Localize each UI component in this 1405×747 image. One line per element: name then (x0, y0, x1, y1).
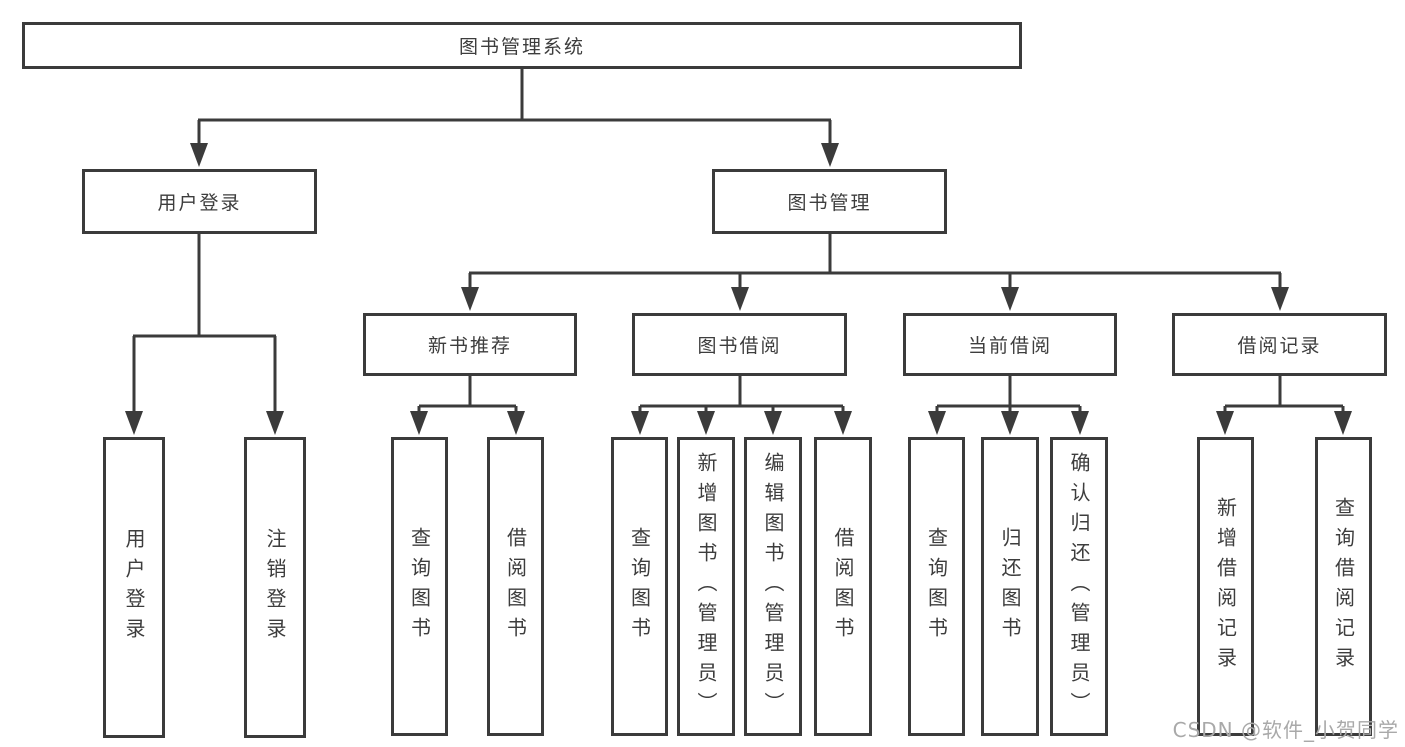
node-label: 用户登录 (157, 192, 242, 214)
node-label: 确认归还（管理员） (1067, 451, 1091, 722)
arrowhead-icon (461, 287, 479, 311)
arrowhead-icon (1071, 411, 1089, 435)
arrowhead-icon (731, 287, 749, 311)
node-leaf-borrow-book: 借阅图书 (814, 437, 872, 736)
arrowhead-icon (821, 143, 839, 167)
node-leaf-query-book-new: 查询图书 (391, 437, 448, 736)
node-current-borrow: 当前借阅 (903, 313, 1117, 376)
node-label: 图书管理系统 (458, 36, 585, 58)
node-label: 图书管理 (787, 192, 872, 214)
node-root: 图书管理系统 (22, 22, 1022, 69)
arrowhead-icon (631, 411, 649, 435)
arrowhead-icon (764, 411, 782, 435)
arrowhead-icon (928, 411, 946, 435)
arrowhead-icon (834, 411, 852, 435)
node-leaf-query-book-borrow: 查询图书 (611, 437, 668, 736)
node-book-mgmt: 图书管理 (712, 169, 947, 234)
node-borrow-record: 借阅记录 (1172, 313, 1387, 376)
node-label: 归还图书 (998, 526, 1022, 647)
arrowhead-icon (190, 143, 208, 167)
node-leaf-add-book: 新增图书（管理员） (677, 437, 735, 736)
node-user-login: 用户登录 (82, 169, 317, 234)
node-leaf-borrow-book-new: 借阅图书 (487, 437, 544, 736)
node-label: 新增图书（管理员） (694, 451, 718, 722)
node-label: 查询图书 (924, 526, 949, 647)
arrowhead-icon (125, 411, 143, 435)
node-label: 注销登录 (263, 527, 287, 648)
node-label: 查询借阅记录 (1331, 496, 1356, 677)
arrowhead-icon (410, 411, 428, 435)
node-leaf-logout: 注销登录 (244, 437, 306, 738)
node-book-borrow: 图书借阅 (632, 313, 847, 376)
node-leaf-query-book-current: 查询图书 (908, 437, 965, 736)
arrowhead-icon (1001, 411, 1019, 435)
arrowhead-icon (697, 411, 715, 435)
arrowhead-icon (266, 411, 284, 435)
node-label: 图书借阅 (697, 335, 782, 357)
node-label: 借阅记录 (1237, 335, 1322, 357)
arrowhead-icon (1001, 287, 1019, 311)
node-label: 编辑图书（管理员） (761, 451, 785, 722)
node-label: 用户登录 (122, 527, 146, 648)
node-label: 借阅图书 (503, 526, 528, 647)
node-leaf-query-record: 查询借阅记录 (1315, 437, 1372, 736)
node-label: 查询图书 (407, 526, 432, 647)
arrowhead-icon (1271, 287, 1289, 311)
node-leaf-add-record: 新增借阅记录 (1197, 437, 1254, 736)
node-label: 借阅图书 (831, 526, 855, 647)
node-leaf-confirm-return: 确认归还（管理员） (1050, 437, 1108, 736)
node-label: 查询图书 (627, 526, 652, 647)
node-label: 当前借阅 (967, 335, 1052, 357)
arrowhead-icon (1334, 411, 1352, 435)
node-new-book-rec: 新书推荐 (363, 313, 577, 376)
node-leaf-user-login: 用户登录 (103, 437, 165, 738)
arrowhead-icon (507, 411, 525, 435)
node-label: 新书推荐 (427, 335, 512, 357)
arrowhead-icon (1216, 411, 1234, 435)
node-leaf-return-book: 归还图书 (981, 437, 1039, 736)
node-label: 新增借阅记录 (1213, 496, 1238, 677)
node-leaf-edit-book: 编辑图书（管理员） (744, 437, 802, 736)
watermark: CSDN @软件_小贺同学 (1172, 718, 1399, 742)
